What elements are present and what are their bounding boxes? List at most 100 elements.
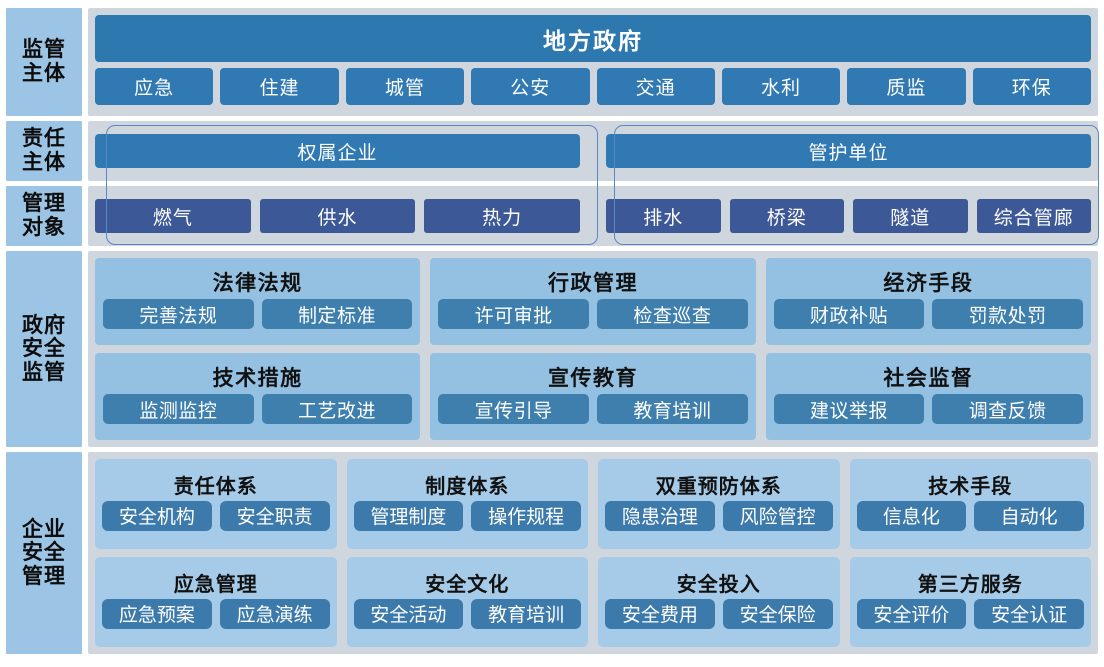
enterprise-chip[interactable]: 教育培训 <box>471 598 581 629</box>
object-box[interactable]: 燃气 <box>95 199 251 233</box>
row-label-responsibility-subject: 责任 主体 <box>6 121 82 181</box>
enterprise-chip[interactable]: 应急演练 <box>219 598 330 629</box>
enterprise-card-title: 技术手段 <box>928 473 1013 498</box>
object-box[interactable]: 隧道 <box>853 199 968 233</box>
row-label-line-1: 监管 <box>22 37 66 62</box>
enterprise-chip[interactable]: 风险管控 <box>722 500 833 531</box>
enterprise-card: 责任体系 安全机构 安全职责 <box>95 459 337 549</box>
local-government-box[interactable]: 地方政府 <box>95 15 1091 62</box>
gov-chip[interactable]: 建议举报 <box>773 394 925 425</box>
band-management-object: 管理 对象 燃气 供水 热力 排水 <box>6 186 1098 246</box>
row-label-line-2: 主体 <box>22 150 66 174</box>
gov-card-chips: 财政补贴 罚款处罚 <box>773 299 1083 330</box>
gov-chip[interactable]: 财政补贴 <box>773 299 925 330</box>
enterprise-card-title: 应急管理 <box>173 571 258 596</box>
enterprise-card: 安全文化 安全活动 教育培训 <box>346 557 588 647</box>
gov-card: 技术措施 监测监控 工艺改进 <box>95 353 421 440</box>
gov-chip[interactable]: 教育培训 <box>597 394 748 425</box>
enterprise-chip[interactable]: 安全认证 <box>974 598 1084 629</box>
gov-card: 社会监督 建议举报 调查反馈 <box>765 353 1091 440</box>
row-label-supervision-subject: 监管 主体 <box>6 8 82 116</box>
gov-chip[interactable]: 监测监控 <box>103 394 254 425</box>
department-box[interactable]: 水利 <box>721 68 841 105</box>
band-government-supervision: 政府 安全 监管 法律法规 完善法规 制定标准 行政管理 许可审批 <box>6 251 1098 447</box>
maintenance-unit-box[interactable]: 管护单位 <box>606 134 1091 168</box>
enterprise-chip[interactable]: 管理制度 <box>353 500 464 531</box>
row-label-line-1: 政府 <box>22 312 66 337</box>
enterprise-card: 制度体系 管理制度 操作规程 <box>346 459 588 549</box>
department-box[interactable]: 质监 <box>847 68 966 105</box>
enterprise-card-title: 双重预防体系 <box>655 473 782 498</box>
row-label-line-1: 责任 <box>22 126 66 151</box>
enterprise-card-chips: 隐患治理 风险管控 <box>605 500 833 531</box>
row-label-line-1: 管理 <box>22 191 66 216</box>
maintenance-unit-cell: 管护单位 <box>606 127 1091 175</box>
gov-card-title: 法律法规 <box>212 270 303 295</box>
enterprise-card: 技术手段 信息化 自动化 <box>849 459 1091 549</box>
gov-chip[interactable]: 调查反馈 <box>932 394 1083 425</box>
enterprise-card-grid: 责任体系 安全机构 安全职责 制度体系 管理制度 操作规程 双重预防体系 <box>95 459 1091 647</box>
gov-card-title: 社会监督 <box>883 365 974 390</box>
gov-chip[interactable]: 罚款处罚 <box>932 299 1083 330</box>
row-label-management-object: 管理 对象 <box>6 186 82 246</box>
enterprise-chip[interactable]: 隐患治理 <box>605 500 715 531</box>
object-box[interactable]: 桥梁 <box>729 199 844 233</box>
department-box[interactable]: 应急 <box>95 68 214 105</box>
enterprise-chip[interactable]: 安全费用 <box>605 598 715 629</box>
gov-chip[interactable]: 制定标准 <box>261 299 413 330</box>
row-label-line-2: 主体 <box>22 61 66 85</box>
enterprise-chip[interactable]: 操作规程 <box>471 500 581 531</box>
enterprise-chip[interactable]: 安全机构 <box>102 500 212 531</box>
enterprise-card-chips: 安全活动 教育培训 <box>353 598 581 629</box>
enterprise-card: 安全投入 安全费用 安全保险 <box>598 557 840 647</box>
enterprise-card: 双重预防体系 隐患治理 风险管控 <box>598 459 840 549</box>
panel-government-supervision: 法律法规 完善法规 制定标准 行政管理 许可审批 检查巡查 经济手段 <box>88 251 1098 447</box>
object-box[interactable]: 热力 <box>424 199 581 233</box>
left-objects-cell: 燃气 供水 热力 <box>95 192 581 240</box>
gov-chip[interactable]: 宣传引导 <box>438 394 589 425</box>
row-label-line-1: 企业 <box>22 516 66 541</box>
gov-chip[interactable]: 检查巡查 <box>597 299 748 330</box>
right-objects-cell: 排水 桥梁 隧道 综合管廊 <box>606 192 1091 240</box>
enterprise-chip[interactable]: 安全保险 <box>722 598 833 629</box>
enterprise-card-chips: 管理制度 操作规程 <box>353 500 581 531</box>
gov-card: 法律法规 完善法规 制定标准 <box>95 258 421 345</box>
department-box[interactable]: 公安 <box>471 68 590 105</box>
panel-responsibility-subject: 权属企业 管护单位 <box>88 121 1098 181</box>
gov-card-chips: 许可审批 检查巡查 <box>438 299 748 330</box>
enterprise-card-chips: 安全评价 安全认证 <box>856 598 1084 629</box>
band-supervision-subject: 监管 主体 地方政府 应急 住建 城管 公安 交通 水利 质监 环保 <box>6 8 1098 116</box>
owner-enterprise-box[interactable]: 权属企业 <box>95 134 580 168</box>
gov-card-chips: 宣传引导 教育培训 <box>438 394 748 425</box>
gov-chip[interactable]: 完善法规 <box>103 299 254 330</box>
enterprise-chip[interactable]: 安全活动 <box>353 598 464 629</box>
object-box[interactable]: 供水 <box>259 199 416 233</box>
owner-enterprise-cell: 权属企业 <box>95 127 580 175</box>
enterprise-card-title: 制度体系 <box>425 473 510 498</box>
enterprise-chip[interactable]: 安全职责 <box>219 500 330 531</box>
row-label-line-2: 安全 <box>22 540 66 565</box>
gov-card: 宣传教育 宣传引导 教育培训 <box>430 353 756 440</box>
row-label-line-3: 监管 <box>22 359 66 384</box>
enterprise-chip[interactable]: 应急预案 <box>102 598 212 629</box>
right-object-row: 排水 桥梁 隧道 综合管廊 <box>606 199 1091 233</box>
object-box[interactable]: 排水 <box>606 199 721 233</box>
gov-chip[interactable]: 工艺改进 <box>261 394 413 425</box>
gov-chip[interactable]: 许可审批 <box>438 299 589 330</box>
department-box[interactable]: 城管 <box>345 68 465 105</box>
enterprise-chip[interactable]: 安全评价 <box>856 598 967 629</box>
enterprise-card-chips: 应急预案 应急演练 <box>102 598 330 629</box>
gov-card-title: 行政管理 <box>547 270 638 295</box>
row-label-line-2: 对象 <box>22 215 66 239</box>
enterprise-chip[interactable]: 信息化 <box>856 500 967 531</box>
object-box[interactable]: 综合管廊 <box>976 199 1091 233</box>
row-label-government-supervision: 政府 安全 监管 <box>6 251 82 447</box>
gov-card: 经济手段 财政补贴 罚款处罚 <box>765 258 1091 345</box>
department-box[interactable]: 住建 <box>220 68 339 105</box>
department-box[interactable]: 环保 <box>972 68 1091 105</box>
department-box[interactable]: 交通 <box>596 68 715 105</box>
gov-card-title: 经济手段 <box>883 270 974 295</box>
enterprise-chip[interactable]: 自动化 <box>974 500 1084 531</box>
enterprise-card: 第三方服务 安全评价 安全认证 <box>849 557 1091 647</box>
enterprise-card-title: 责任体系 <box>173 473 258 498</box>
